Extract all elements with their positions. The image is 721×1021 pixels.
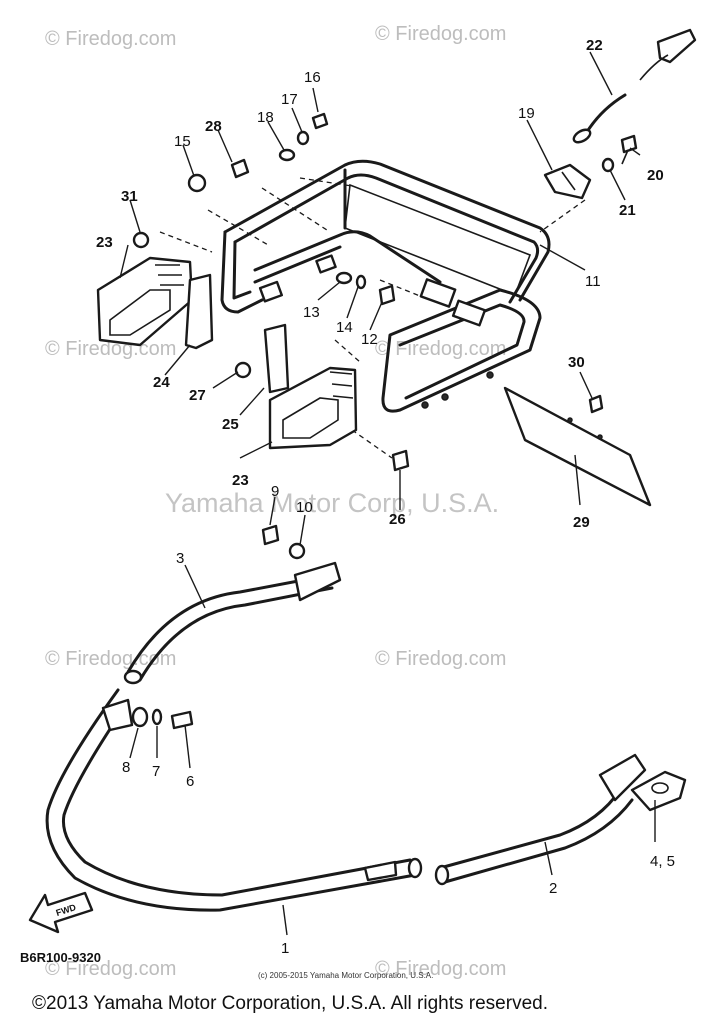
callout-25: 25 xyxy=(222,416,239,433)
small-copyright: (c) 2005-2015 Yamaha Motor Corporation, … xyxy=(258,971,433,980)
callout-17: 17 xyxy=(281,91,298,108)
callout-22: 22 xyxy=(586,37,603,54)
callout-labels: 1 2 3 4, 5 6 7 8 9 10 11 12 13 14 15 16 … xyxy=(96,37,675,957)
callout-11: 11 xyxy=(585,273,601,290)
alignment-lines xyxy=(159,177,586,459)
watermark-site: © Firedog.com xyxy=(375,958,506,980)
callout-4-5: 4, 5 xyxy=(650,853,675,870)
watermark-brand: Yamaha Motor Corp, U.S.A. xyxy=(165,488,499,518)
callout-8: 8 xyxy=(122,759,130,776)
side-bracket-left xyxy=(96,231,214,350)
fwd-arrow-icon: FWD xyxy=(28,891,94,934)
watermark-site: © Firedog.com xyxy=(45,958,176,980)
callout-20: 20 xyxy=(647,167,664,184)
callout-24: 24 xyxy=(153,374,170,391)
callout-16: 16 xyxy=(304,69,321,86)
watermark-layer: © Firedog.com © Firedog.com © Firedog.co… xyxy=(45,23,506,980)
callout-6: 6 xyxy=(186,773,194,790)
callout-15: 15 xyxy=(174,133,191,150)
callout-23-lower: 23 xyxy=(232,472,249,489)
watermark-site: © Firedog.com xyxy=(45,28,176,50)
callout-28: 28 xyxy=(205,118,222,135)
tube-3 xyxy=(123,561,342,685)
callout-9: 9 xyxy=(271,483,279,500)
bumper-tube-1 xyxy=(45,688,423,912)
callout-27: 27 xyxy=(189,387,206,404)
callout-21: 21 xyxy=(619,202,636,219)
diagram-code: B6R100-9320 xyxy=(20,950,101,965)
callout-19: 19 xyxy=(518,105,535,122)
callout-23-upper: 23 xyxy=(96,234,113,251)
watermark-site: © Firedog.com xyxy=(375,648,506,670)
hardware xyxy=(187,112,604,560)
callout-13: 13 xyxy=(303,304,320,321)
callout-12: 12 xyxy=(361,331,378,348)
callout-7: 7 xyxy=(152,763,160,780)
watermark-site: © Firedog.com xyxy=(45,338,176,360)
callout-10: 10 xyxy=(296,499,313,516)
tube-2 xyxy=(434,753,687,886)
callout-31: 31 xyxy=(121,188,138,205)
callout-18: 18 xyxy=(257,109,274,126)
side-bracket-right xyxy=(234,323,358,450)
callout-26: 26 xyxy=(389,511,406,528)
callout-1: 1 xyxy=(281,940,289,957)
bolt-set-6-7-8 xyxy=(131,706,194,730)
callout-2: 2 xyxy=(549,880,557,897)
callout-3: 3 xyxy=(176,550,184,567)
callout-14: 14 xyxy=(336,319,353,336)
hinge-and-cable xyxy=(543,28,697,200)
carrier-frame xyxy=(220,159,551,413)
watermark-site: © Firedog.com xyxy=(45,648,176,670)
watermark-site: © Firedog.com xyxy=(375,338,506,360)
callout-29: 29 xyxy=(573,514,590,531)
callout-30: 30 xyxy=(568,354,585,371)
leader-lines xyxy=(119,51,656,936)
bottom-copyright: ©2013 Yamaha Motor Corporation, U.S.A. A… xyxy=(32,993,548,1014)
watermark-site: © Firedog.com xyxy=(375,23,506,45)
plate xyxy=(503,386,652,507)
